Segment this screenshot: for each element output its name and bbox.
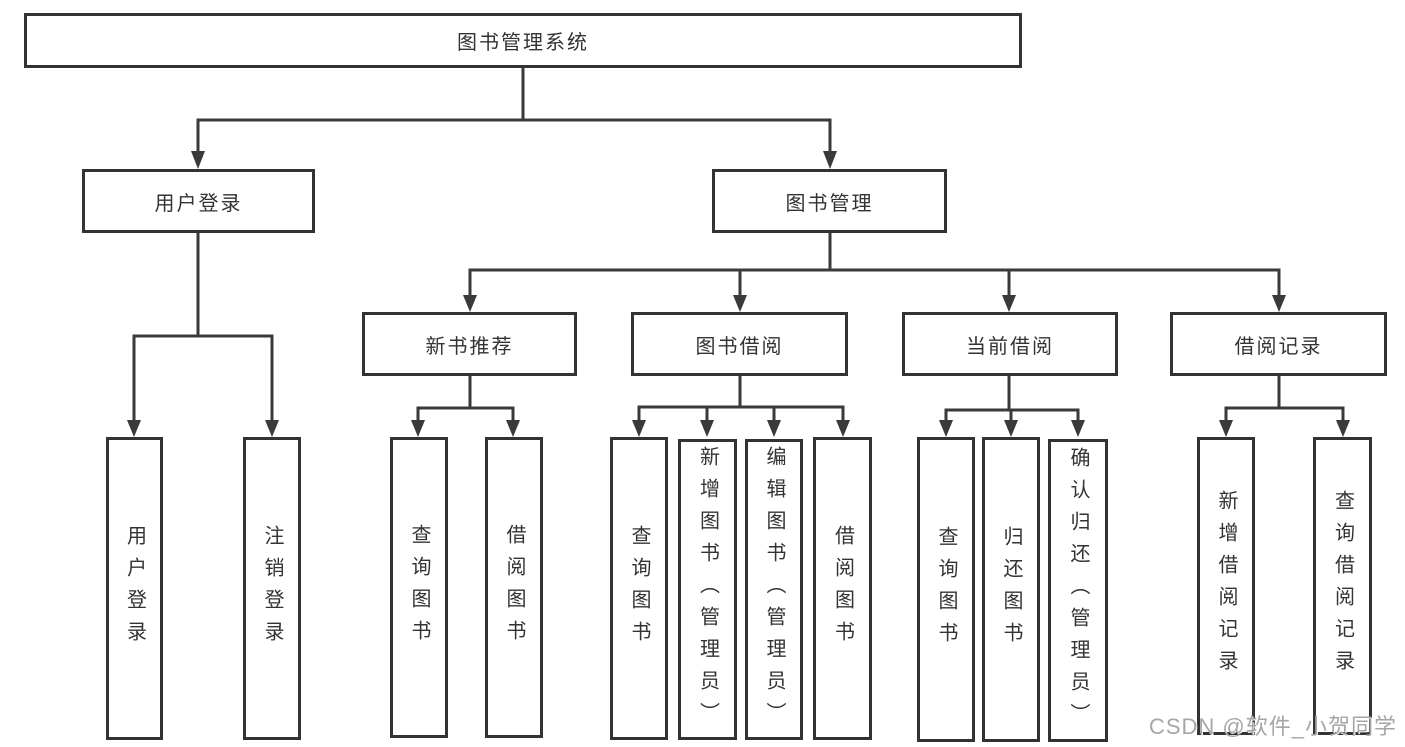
node-leaf-return-books-label: 归还图书 — [1000, 525, 1022, 654]
node-user-login-label: 用户登录 — [154, 192, 243, 215]
node-leaf-query-books-borrowing: 查询图书 — [610, 437, 668, 740]
node-root: 图书管理系统 — [24, 13, 1022, 68]
node-leaf-query-books-current-label: 查询图书 — [935, 525, 957, 654]
node-root-label: 图书管理系统 — [457, 32, 589, 54]
node-leaf-query-borrow-record: 查询借阅记录 — [1313, 437, 1372, 735]
node-leaf-query-books-recommend-label: 查询图书 — [408, 523, 430, 652]
node-book-borrowing: 图书借阅 — [631, 312, 848, 376]
node-leaf-add-books-admin: 新增图书（管理员） — [678, 439, 737, 740]
node-book-management: 图书管理 — [712, 169, 947, 233]
node-leaf-logout: 注销登录 — [243, 437, 301, 740]
node-leaf-logout-label: 注销登录 — [261, 524, 283, 653]
node-leaf-add-borrow-record-label: 新增借阅记录 — [1215, 490, 1237, 682]
node-user-login: 用户登录 — [82, 169, 315, 233]
node-book-management-label: 图书管理 — [785, 192, 874, 215]
node-current-borrowing: 当前借阅 — [902, 312, 1118, 376]
node-leaf-add-borrow-record: 新增借阅记录 — [1197, 437, 1255, 735]
node-leaf-borrow-books-borrowing-label: 借阅图书 — [831, 524, 854, 653]
node-leaf-confirm-return-admin: 确认归还（管理员） — [1048, 439, 1108, 742]
node-leaf-borrow-books-recommend: 借阅图书 — [485, 437, 543, 738]
watermark: CSDN @软件_小贺同学 — [1148, 714, 1397, 739]
node-leaf-edit-books-admin-label: 编辑图书（管理员） — [763, 445, 785, 734]
node-leaf-query-books-current: 查询图书 — [917, 437, 975, 742]
node-new-book-recommend: 新书推荐 — [362, 312, 577, 376]
node-borrowing-records: 借阅记录 — [1170, 312, 1387, 376]
node-leaf-add-books-admin-label: 新增图书（管理员） — [696, 445, 719, 734]
node-current-borrowing-label: 当前借阅 — [966, 335, 1054, 358]
node-book-borrowing-label: 图书借阅 — [695, 335, 784, 358]
node-leaf-query-borrow-record-label: 查询借阅记录 — [1331, 490, 1354, 682]
node-leaf-borrow-books-recommend-label: 借阅图书 — [503, 523, 525, 652]
node-leaf-confirm-return-admin-label: 确认归还（管理员） — [1067, 446, 1089, 735]
node-leaf-return-books: 归还图书 — [982, 437, 1040, 742]
node-borrowing-records-label: 借阅记录 — [1234, 335, 1323, 358]
node-leaf-query-books-borrowing-label: 查询图书 — [628, 524, 650, 653]
node-leaf-borrow-books-borrowing: 借阅图书 — [813, 437, 872, 740]
node-leaf-query-books-recommend: 查询图书 — [390, 437, 448, 738]
node-leaf-user-login-label: 用户登录 — [123, 524, 146, 653]
arrowheads — [127, 151, 1350, 437]
node-leaf-user-login: 用户登录 — [106, 437, 163, 740]
node-new-book-recommend-label: 新书推荐 — [425, 335, 514, 358]
node-leaf-edit-books-admin: 编辑图书（管理员） — [745, 439, 803, 740]
